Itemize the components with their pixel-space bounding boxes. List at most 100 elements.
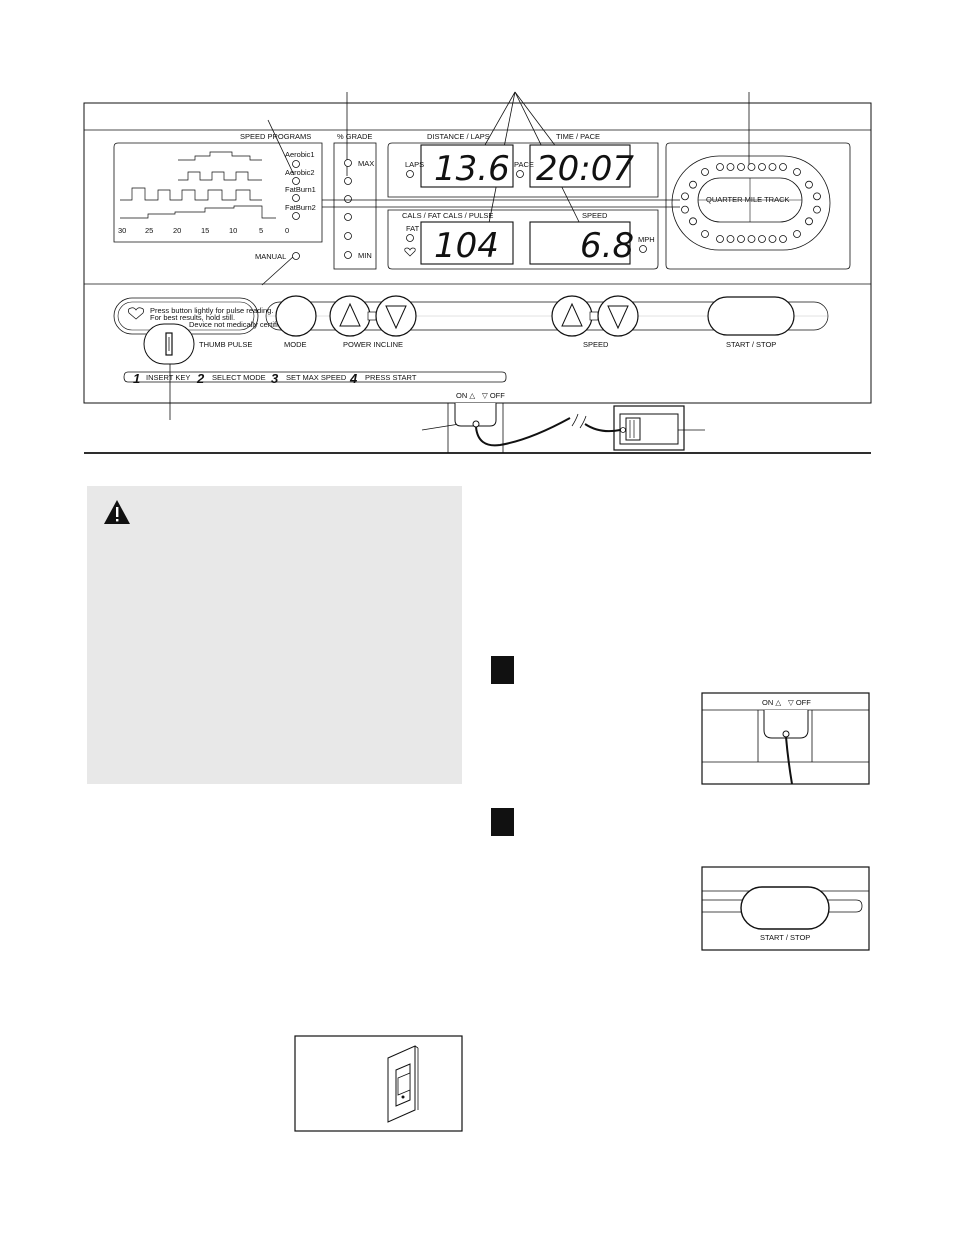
track-led xyxy=(726,163,735,171)
key-icon[interactable] xyxy=(472,420,480,428)
grade-max: MAX xyxy=(358,159,374,168)
step-1-label: INSERT KEY xyxy=(146,373,190,382)
time-axis-0: 0 xyxy=(285,226,289,235)
start-stop-label: START / STOP xyxy=(726,340,776,349)
displays-panel: DISTANCE / LAPS 13.6 LAPS TIME / PACE 20… xyxy=(322,132,680,270)
track-led xyxy=(689,217,697,226)
start-stop-figure: START / STOP xyxy=(701,866,870,951)
step-marker-1 xyxy=(491,656,514,684)
key-off-label: ▽ OFF xyxy=(482,391,505,400)
warning-box xyxy=(87,486,462,784)
step-4-num: 4 xyxy=(349,371,358,386)
track-led xyxy=(726,235,735,243)
program-aerobic2: Aerobic2 xyxy=(285,168,315,177)
power-switch[interactable] xyxy=(625,417,641,441)
power-switch-box xyxy=(613,405,685,451)
step-3-label: SET MAX SPEED xyxy=(286,373,347,382)
thumb-pulse-label: THUMB PULSE xyxy=(199,340,252,349)
rocker-switch-figure xyxy=(294,1035,463,1132)
key-figure-on: ON △ xyxy=(762,698,782,707)
time-title: TIME / PACE xyxy=(556,132,600,141)
step-3-num: 3 xyxy=(271,371,279,386)
track-led xyxy=(737,235,745,243)
step-2-label: SELECT MODE xyxy=(212,373,266,382)
key-assembly: ON △ ▽ OFF xyxy=(447,391,685,453)
key-figure: ON △ ▽ OFF xyxy=(701,692,870,785)
track-leds xyxy=(681,163,821,243)
program-fatburn2: FatBurn2 xyxy=(285,203,316,212)
distance-window xyxy=(420,144,514,188)
speed-buttons-label: SPEED xyxy=(583,340,609,349)
track-led xyxy=(768,235,777,243)
track-led xyxy=(758,235,766,243)
time-axis-30: 30 xyxy=(118,226,126,235)
program-aerobic1: Aerobic1 xyxy=(285,150,315,159)
mph-indicator: MPH xyxy=(638,235,655,244)
track-led xyxy=(805,180,813,189)
track-led xyxy=(681,192,689,201)
start-stop-figure-button[interactable] xyxy=(740,886,830,930)
track-led xyxy=(681,205,689,214)
track-led xyxy=(768,163,777,171)
track-led xyxy=(793,230,801,238)
step-marker-2 xyxy=(491,808,514,836)
mode-button[interactable] xyxy=(275,295,317,337)
speed-value: 6.8 xyxy=(580,226,634,266)
track-led xyxy=(747,235,756,243)
time-axis-20: 20 xyxy=(173,226,181,235)
distance-value: 13.6 xyxy=(434,149,510,189)
pulse-heart-icon xyxy=(127,307,145,320)
track-panel: QUARTER MILE TRACK xyxy=(665,142,851,270)
laps-indicator: LAPS xyxy=(405,160,424,169)
manual-label: MANUAL xyxy=(255,252,286,261)
time-value: 20:07 xyxy=(536,149,634,189)
step-1-num: 1 xyxy=(133,371,140,386)
track-led xyxy=(805,217,813,226)
incline-up-button[interactable] xyxy=(329,295,371,337)
track-led xyxy=(701,168,709,176)
grade-title: % GRADE xyxy=(337,132,372,141)
step-4-label: PRESS START xyxy=(365,373,417,382)
program-leds xyxy=(292,160,300,260)
grade-min: MIN xyxy=(358,251,372,260)
cals-title: CALS / FAT CALS / PULSE xyxy=(402,211,493,220)
power-incline-label: POWER INCLINE xyxy=(343,340,403,349)
incline-down-button[interactable] xyxy=(375,295,417,337)
pace-indicator: PACE xyxy=(514,160,534,169)
track-led xyxy=(716,235,724,243)
track-led xyxy=(779,235,787,243)
time-axis-5: 5 xyxy=(259,226,263,235)
start-stop-button[interactable] xyxy=(707,296,795,336)
track-led xyxy=(737,163,745,171)
mode-label: MODE xyxy=(284,340,307,349)
track-label: QUARTER MILE TRACK xyxy=(706,195,790,204)
distance-title: DISTANCE / LAPS xyxy=(427,132,490,141)
speed-programs-panel: SPEED PROGRAMS Aerobic1 Aerobic2 FatBurn… xyxy=(113,132,323,261)
fat-indicator: FAT xyxy=(406,224,420,233)
track-led xyxy=(758,163,766,171)
pulse-text-1: Press button lightly for pulse reading. xyxy=(150,306,273,315)
speed-down-button[interactable] xyxy=(597,295,639,337)
pulse-text-2: For best results, hold still. xyxy=(150,313,235,322)
button-row: Press button lightly for pulse reading. … xyxy=(113,295,829,365)
track-led xyxy=(716,163,724,171)
grade-panel: % GRADE MAX MIN xyxy=(333,132,377,270)
program-fatburn1: FatBurn1 xyxy=(285,185,316,194)
track-led xyxy=(747,163,756,171)
warning-icon xyxy=(104,500,130,524)
step-2-num: 2 xyxy=(196,371,205,386)
time-axis-10: 10 xyxy=(229,226,237,235)
time-axis-25: 25 xyxy=(145,226,153,235)
heart-icon xyxy=(404,247,416,257)
start-stop-figure-label: START / STOP xyxy=(760,933,810,942)
track-led xyxy=(813,192,821,201)
cals-window xyxy=(420,221,514,265)
track-led xyxy=(813,205,821,214)
speed-window xyxy=(529,221,631,265)
track-led xyxy=(701,230,709,238)
speed-up-button[interactable] xyxy=(551,295,593,337)
track-led xyxy=(689,180,697,189)
steps-strip: 1 INSERT KEY 2 SELECT MODE 3 SET MAX SPE… xyxy=(123,371,507,386)
track-led xyxy=(779,163,787,171)
